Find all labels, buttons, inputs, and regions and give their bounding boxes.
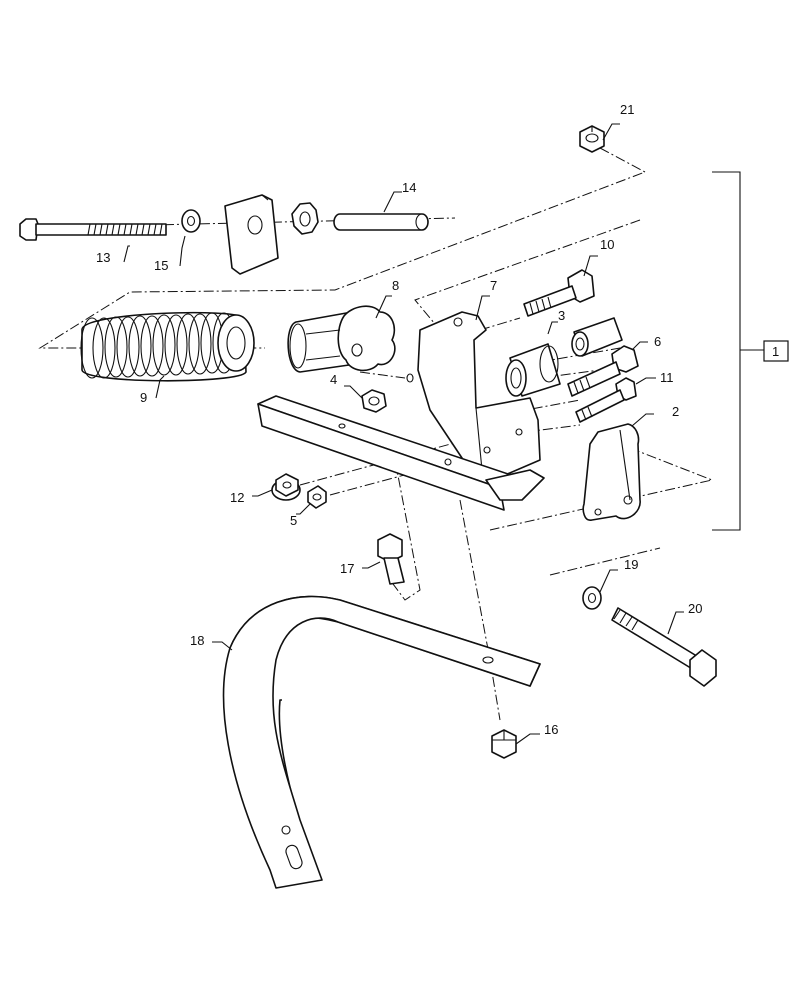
callout-2: 2	[672, 404, 679, 419]
leader-lines	[123, 123, 684, 745]
bracket-7	[417, 311, 541, 479]
washer-19	[582, 586, 602, 610]
callout-14: 14	[402, 180, 416, 195]
callout-10: 10	[600, 237, 614, 252]
sleeve-pin-14	[333, 213, 429, 231]
group-label-1: 1	[772, 344, 779, 359]
bushing-3	[505, 317, 623, 397]
callout-4: 4	[330, 372, 337, 387]
bolt-10	[523, 269, 595, 317]
flange-nut-12	[271, 473, 301, 501]
nut-5	[307, 485, 327, 509]
long-bolt-13	[19, 218, 167, 241]
bolt-6	[567, 345, 639, 397]
link-plate-2	[582, 423, 641, 521]
callout-17: 17	[340, 561, 354, 576]
callout-6: 6	[654, 334, 661, 349]
washer-15	[181, 209, 201, 233]
callout-5: 5	[290, 513, 297, 528]
callout-3: 3	[558, 308, 565, 323]
group-bracket	[712, 171, 789, 531]
callout-20: 20	[688, 601, 702, 616]
curved-tine-18	[222, 595, 541, 889]
bolt-11	[575, 377, 637, 423]
callout-8: 8	[392, 278, 399, 293]
nut-16	[491, 729, 517, 759]
callout-11: 11	[660, 370, 674, 385]
spring-retainer-plate	[224, 194, 279, 275]
callout-7: 7	[490, 278, 497, 293]
callout-16: 16	[544, 722, 558, 737]
callout-labels: 21 14 13 15 10 8 7 3 6 9 4 11 2 12 5 17 …	[96, 102, 779, 737]
coil-spring-9	[80, 311, 255, 382]
bolt-17	[377, 533, 405, 585]
callout-18: 18	[190, 633, 204, 648]
lock-nut-21	[579, 125, 605, 153]
callout-15: 15	[154, 258, 168, 273]
callout-13: 13	[96, 250, 110, 265]
spring-cap-8	[287, 305, 396, 373]
callout-21: 21	[620, 102, 634, 117]
star-washer	[291, 202, 319, 235]
callout-9: 9	[140, 390, 147, 405]
bolt-20	[611, 607, 717, 687]
nut-4	[361, 389, 387, 413]
callout-12: 12	[230, 490, 244, 505]
main-beam	[257, 373, 545, 511]
callout-19: 19	[624, 557, 638, 572]
